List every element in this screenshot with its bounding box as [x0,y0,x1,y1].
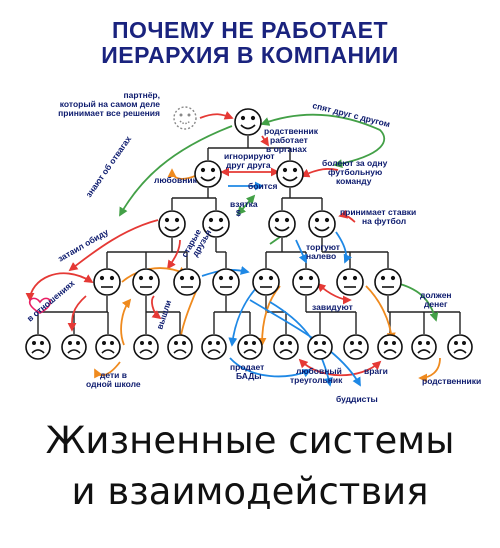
partner-face-dotted [173,106,197,130]
face-neutral [336,268,364,296]
face-neutral [93,268,121,296]
label-grudge: затаил обиду [56,227,110,264]
title-line-2: ИЕРАРХИЯ В КОМПАНИИ [101,42,399,68]
face-smile [268,210,296,238]
face-smile [158,210,186,238]
face-ceo [234,108,262,136]
face-sad [95,334,121,360]
face-neutral [374,268,402,296]
face-neutral [252,268,280,296]
faces-level-4 [93,268,402,296]
faces-level-3 [158,210,336,238]
label-bribe: взятка$ [230,199,258,218]
label-enemies: враги [364,366,388,376]
face-smile [194,160,222,188]
face-smile [276,160,304,188]
caption-line-2: и взаимодействия [71,470,429,513]
label-in-relationship: в отношениях [25,278,77,324]
face-smile [308,210,336,238]
faces-level-2 [194,160,304,188]
face-sad [343,334,369,360]
heart-icon [28,297,52,314]
face-sad [167,334,193,360]
faces-level-5 [25,334,473,360]
label-envies: завидуют [312,302,353,312]
face-sad [61,334,87,360]
label-buddhists: буддисты [336,394,378,404]
face-neutral [173,268,201,296]
face-sad [377,334,403,360]
face-neutral [292,268,320,296]
face-sad [237,334,263,360]
face-neutral [132,268,160,296]
label-know-alcohol: знают об отвагах [83,134,133,199]
face-smile [202,210,230,238]
caption-line-1: Жизненные системы [45,419,455,462]
face-neutral [212,268,240,296]
title-line-1: ПОЧЕМУ НЕ РАБОТАЕТ [111,17,389,43]
face-sad [25,334,51,360]
face-sad [307,334,333,360]
label-lover: любовник [154,175,198,185]
face-sad [411,334,437,360]
face-sad [273,334,299,360]
label-afraid: боится [248,181,277,191]
face-sad [447,334,473,360]
face-sad [201,334,227,360]
face-sad [133,334,159,360]
label-relatives: родственники [422,376,481,386]
